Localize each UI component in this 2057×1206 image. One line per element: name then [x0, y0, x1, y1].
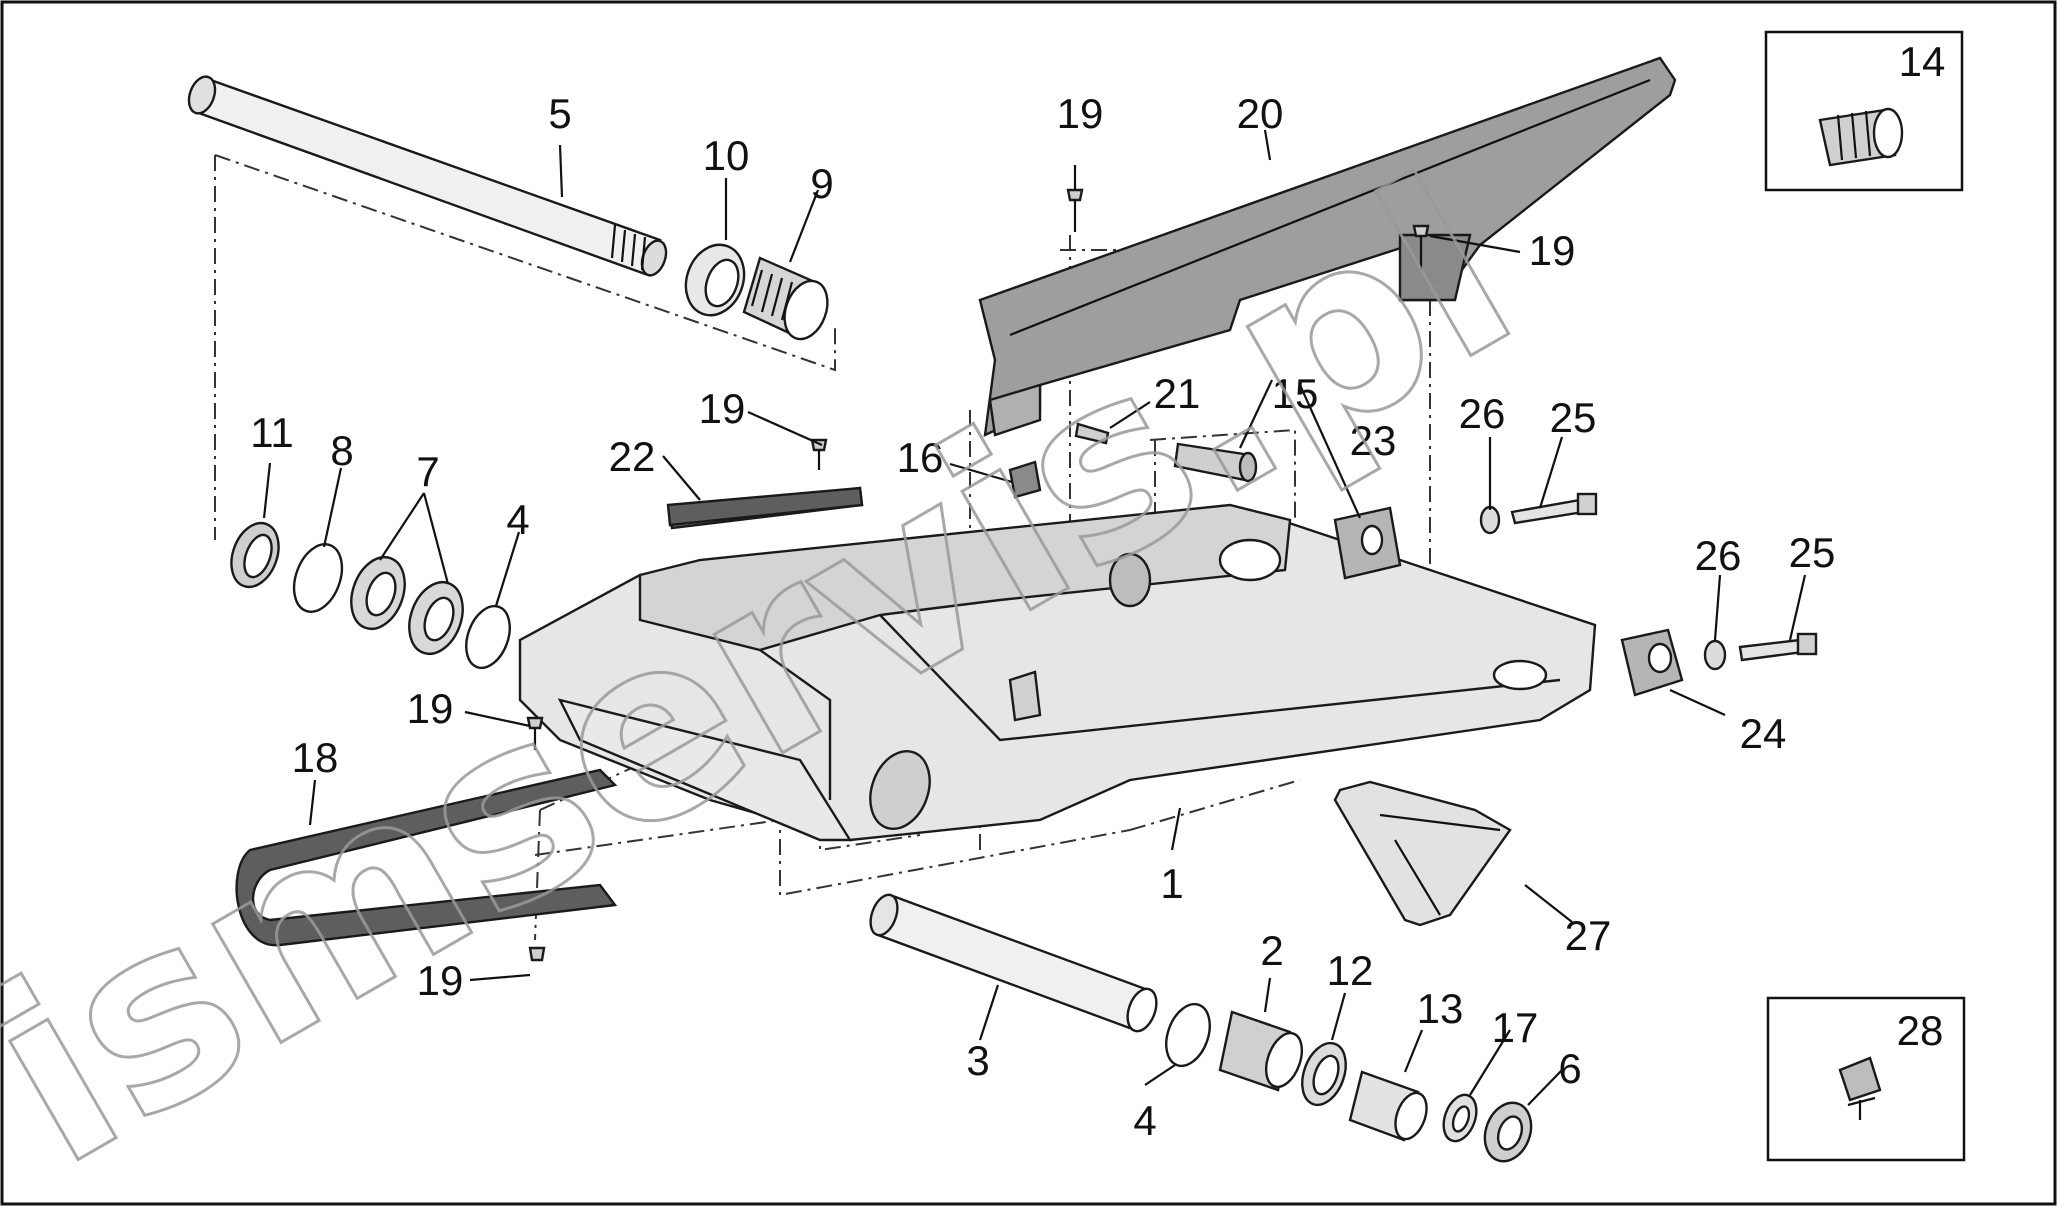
callout-7: 9: [810, 160, 833, 207]
callout-4-upper: 4: [506, 496, 529, 543]
part-threaded-bush: [742, 256, 829, 341]
part-spacer-tube: [869, 893, 1158, 1033]
inset-part-28: 28: [1766, 996, 1966, 1162]
part-nut-13: [1483, 1101, 1533, 1163]
part-chain-guard: [978, 56, 1677, 437]
part-circlip: [292, 543, 344, 613]
callout-17: 17: [1492, 1004, 1539, 1051]
callout-19-top: 19: [1057, 90, 1104, 137]
callout-leader-lines: [262, 129, 1807, 1106]
callout-19-mid: 19: [699, 385, 746, 432]
callout-18: 18: [292, 734, 339, 781]
callout-16: 16: [897, 434, 944, 481]
callout-labels: 5 10 9 19 20 19 21 15 23 26 25 26 25 24 …: [250, 90, 1835, 1144]
callout-24: 24: [1740, 710, 1787, 757]
callout-19-left: 19: [407, 685, 454, 732]
callout-26-upper: 26: [1459, 390, 1506, 437]
callout-19-bottom: 19: [417, 957, 464, 1004]
part-swingarm-pivot-axle: [187, 75, 668, 277]
callout-11: 12: [1327, 947, 1374, 994]
callout-23: 23: [1350, 417, 1397, 464]
callout-4-lower: 4: [1133, 1097, 1156, 1144]
callout-6: 5: [548, 90, 571, 137]
callout-25-upper: 25: [1550, 394, 1597, 441]
callout-20: 20: [1237, 90, 1284, 137]
part-bearings: [350, 555, 464, 656]
callout-8: 10: [703, 132, 750, 179]
part-sensor-15: [1173, 442, 1258, 483]
inset-14-label: 14: [1899, 38, 1946, 85]
part-swingarm: [518, 486, 1597, 842]
inset-part-14: 14: [1764, 30, 1964, 192]
part-clip-16: [1008, 460, 1042, 499]
part-o-ring-lower: [1165, 1002, 1211, 1068]
callout-3: 3: [966, 1037, 989, 1084]
part-adjuster-bolts: [1479, 492, 1818, 671]
part-o-ring-upper: [465, 604, 511, 670]
callout-27: 27: [1565, 912, 1612, 959]
callout-9: 8: [330, 427, 353, 474]
callout-25-lower: 25: [1789, 529, 1836, 576]
part-adjuster-block-23: [1333, 506, 1402, 580]
part-cover-27: [1333, 780, 1512, 927]
callout-22: 22: [609, 433, 656, 480]
part-chain-guide-upper: [666, 486, 864, 527]
callout-5: 7: [416, 448, 439, 495]
part-oil-seal: [230, 521, 280, 589]
callout-2: 2: [1260, 927, 1283, 974]
callout-15: 15: [1272, 370, 1319, 417]
part-needle-bearing: [1218, 1010, 1304, 1092]
callout-10: 11: [250, 409, 294, 456]
callout-1: 1: [1160, 860, 1183, 907]
part-adjuster-block-24: [1620, 628, 1684, 697]
part-washer-11: [1301, 1041, 1347, 1107]
callout-19-right: 19: [1529, 227, 1576, 274]
part-chain-slider: [235, 768, 618, 947]
callout-12: 13: [1417, 985, 1464, 1032]
inset-28-label: 28: [1897, 1007, 1944, 1054]
callout-26-lower: 26: [1695, 532, 1742, 579]
part-washer-17: [1442, 1093, 1478, 1143]
callout-21: 21: [1154, 370, 1201, 417]
part-bush-12: [1348, 1070, 1428, 1142]
callout-13: 6: [1558, 1045, 1581, 1092]
part-axle-nut: [684, 243, 746, 317]
